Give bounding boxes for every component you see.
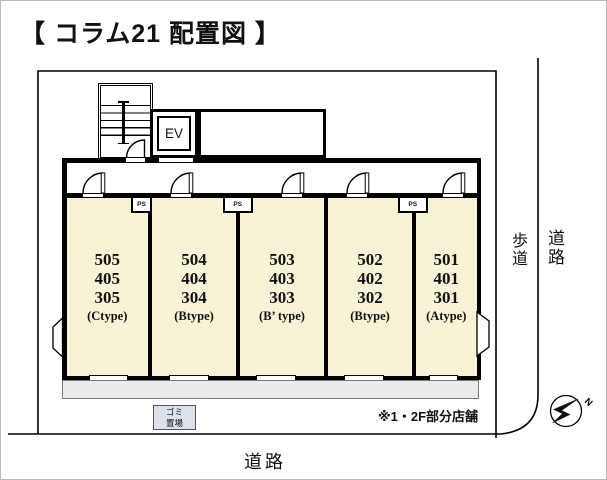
door-leaf — [460, 172, 466, 194]
unit-door-opening — [171, 193, 191, 198]
unit-bprime-type: 503 403 303 (B’ type) — [240, 198, 324, 376]
room-number: 502 — [357, 249, 383, 269]
room-number: 403 — [269, 268, 295, 288]
elevator-shaft: EV — [150, 109, 198, 158]
road-label-south: 道路 — [244, 452, 286, 472]
unit-type-label: (Atype) — [426, 308, 467, 323]
building-east-wall — [476, 158, 481, 380]
footnote-shops: ※1・2F部分店舗 — [378, 409, 479, 424]
staircase — [98, 83, 153, 160]
room-number: 504 — [181, 249, 207, 269]
elevator-label: EV — [157, 116, 191, 151]
balcony-strip — [61, 380, 479, 399]
room-number: 404 — [181, 268, 207, 288]
room-number: 402 — [357, 268, 383, 288]
page-title: 【 コラム21 配置図 】 — [20, 20, 281, 48]
unit-door-opening — [347, 193, 367, 198]
stair-treads — [101, 105, 150, 142]
door-swing-arc — [82, 172, 104, 194]
room-number: 505 — [94, 249, 121, 269]
room-number: 303 — [269, 287, 295, 307]
sidewalk-label: 歩道 — [509, 232, 526, 268]
unit-ctype: 505 405 305 (Ctype) — [66, 198, 148, 376]
door-swing-arc — [281, 172, 303, 194]
room-number: 301 — [433, 287, 460, 307]
compass-north-label: N — [582, 396, 595, 409]
room-number: 503 — [269, 249, 295, 269]
unit-type-label: (Btype) — [350, 308, 390, 323]
ps-label: PS — [408, 200, 418, 208]
pipe-space: PS — [398, 195, 428, 213]
unit-door-opening — [83, 193, 103, 198]
unit-type-label: (Ctype) — [87, 308, 128, 323]
unit-type-label: (Btype) — [174, 308, 214, 323]
door-leaf — [299, 172, 305, 194]
stair-door-opening — [126, 157, 145, 163]
garbage-label-line1: ゴミ — [165, 407, 183, 417]
road-label-east: 道路 — [545, 229, 564, 267]
compass-icon: N — [549, 394, 595, 428]
garbage-label-line2: 置場 — [165, 417, 183, 428]
unit-atype: 501 401 301 (Atype) — [416, 198, 477, 376]
room-number: 401 — [433, 268, 460, 288]
door-swing-arc — [346, 172, 368, 194]
unit-type-label: (B’ type) — [259, 308, 305, 323]
stair-handrail-cap — [118, 101, 129, 103]
door-leaf — [188, 172, 194, 194]
room-number: 302 — [357, 287, 383, 307]
unit-door-opening — [443, 193, 463, 198]
room-number: 501 — [433, 249, 460, 269]
door-leaf — [100, 172, 106, 194]
stair-handrail-cap — [118, 142, 129, 144]
ps-label: PS — [233, 200, 243, 208]
room-number: 304 — [181, 287, 207, 307]
stair-handrail — [122, 101, 125, 144]
room-number: 405 — [94, 268, 121, 288]
corridor-north-wall — [62, 158, 481, 163]
door-leaf — [364, 172, 370, 194]
garbage-area-box: ゴミ 置場 — [153, 405, 196, 430]
door-swing-arc — [170, 172, 192, 194]
unit-btype-2: 502 402 302 (Btype) — [328, 198, 412, 376]
room-number: 305 — [94, 287, 121, 307]
unit-door-opening — [282, 193, 302, 198]
elevator-door-opening — [159, 157, 193, 163]
entrance-hall — [197, 109, 326, 158]
door-swing-arc — [442, 172, 464, 194]
pipe-space: PS — [223, 195, 253, 213]
unit-btype: 504 404 304 (Btype) — [152, 198, 236, 376]
pipe-space: PS — [131, 195, 152, 213]
ps-label: PS — [137, 200, 146, 208]
